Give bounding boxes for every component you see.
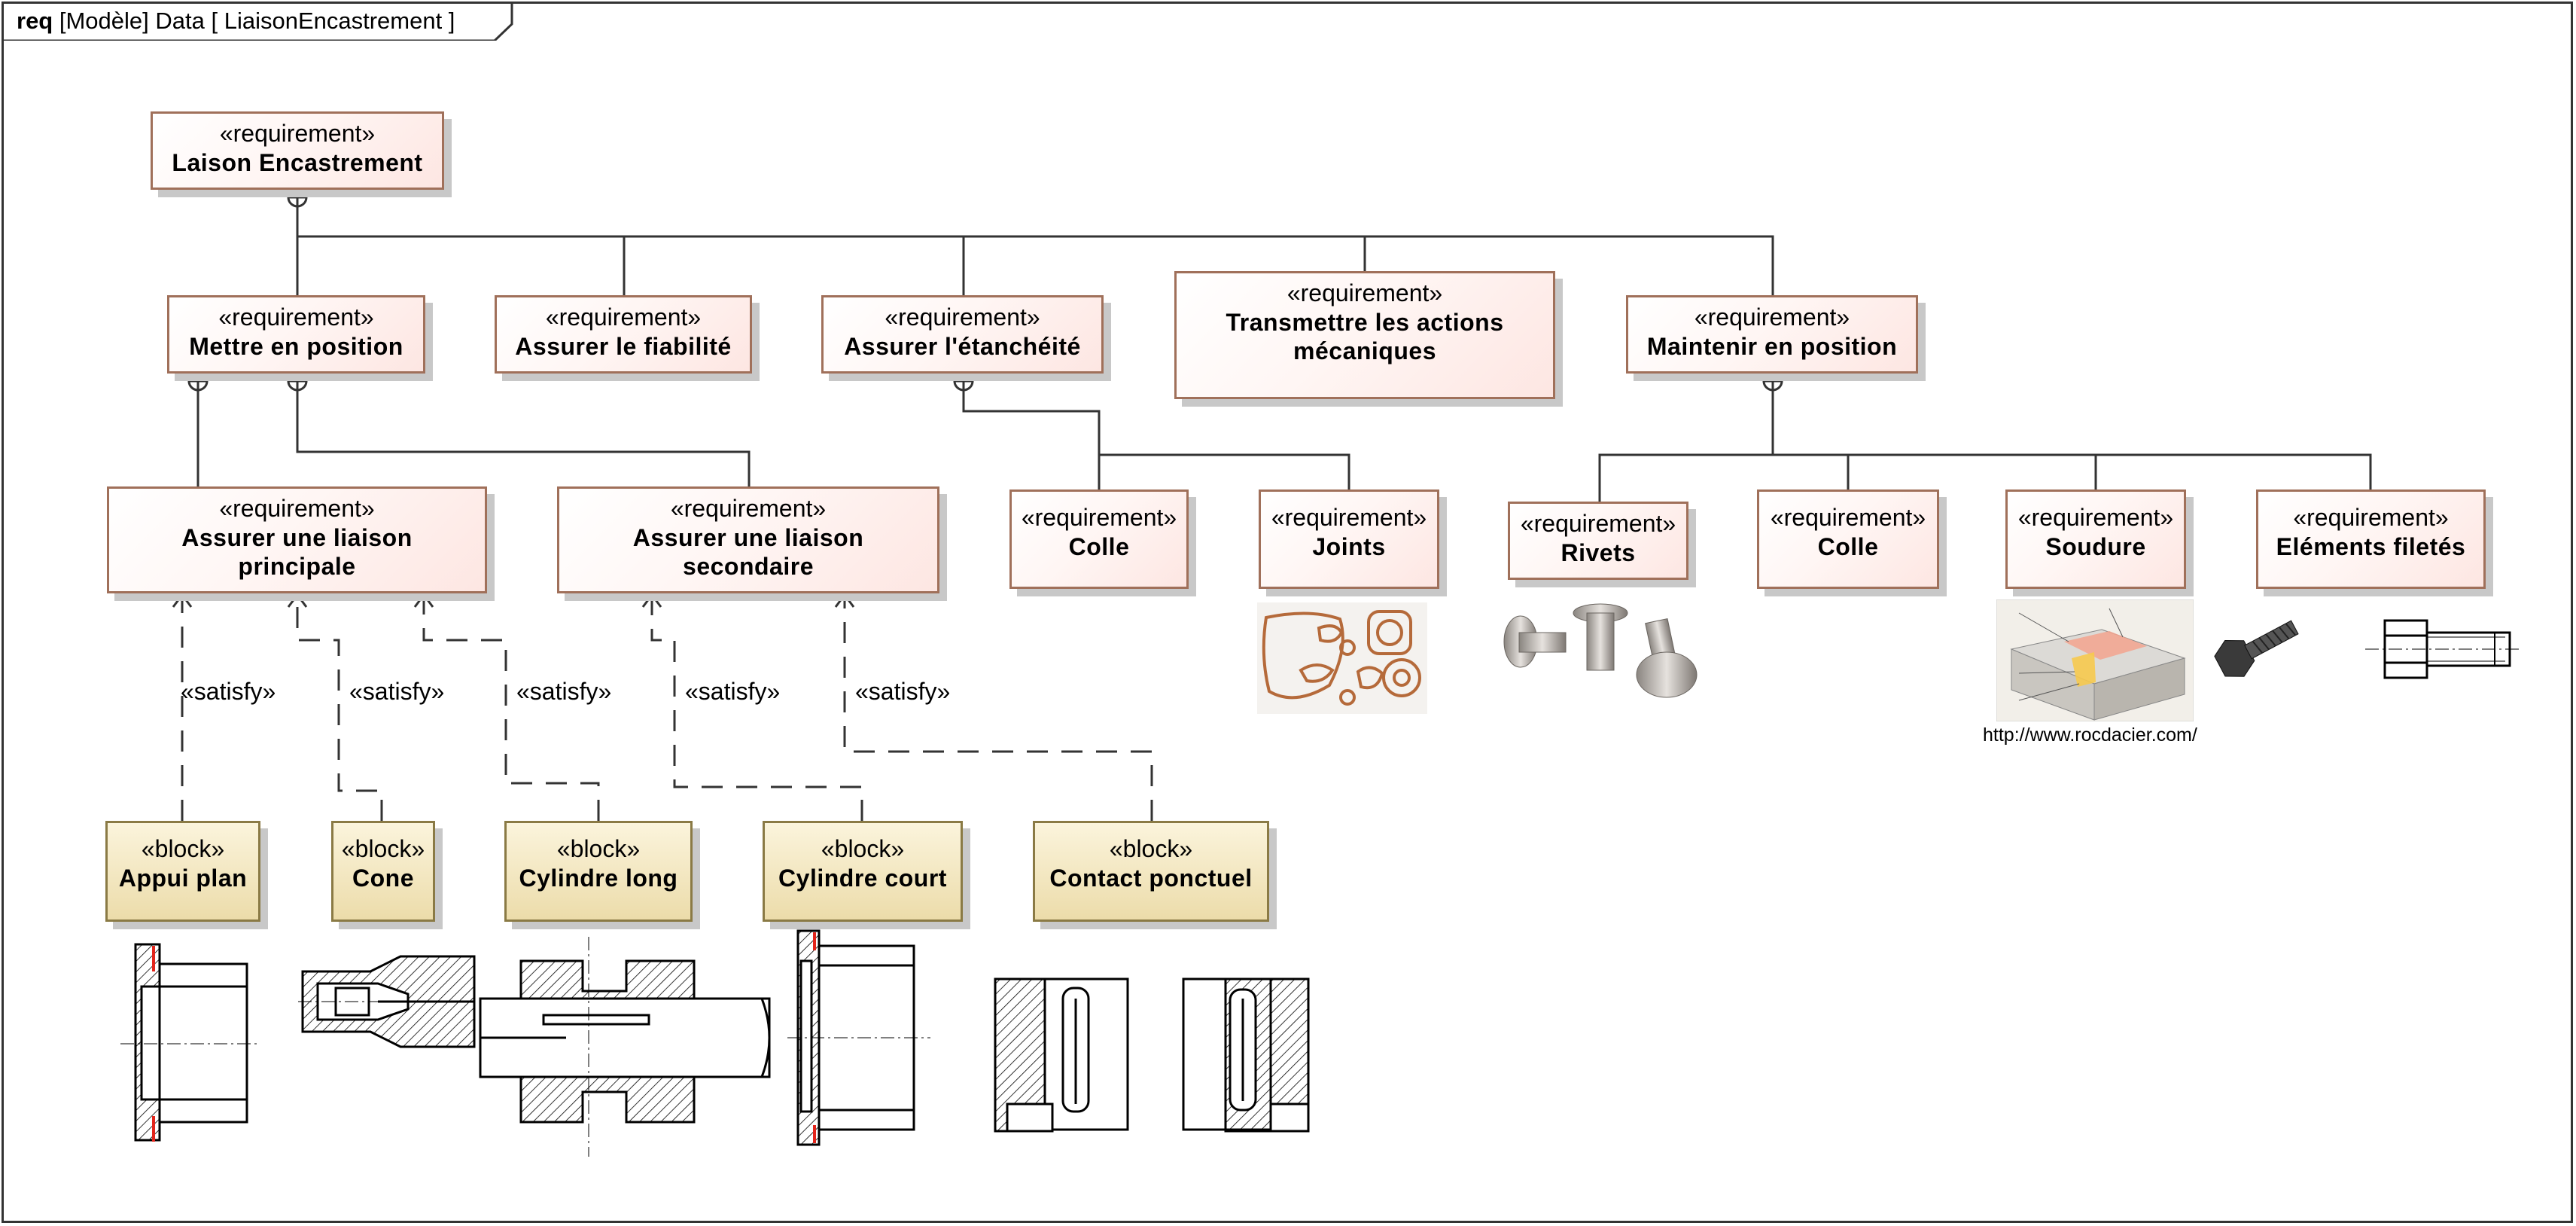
block-name: Cylindre court: [778, 865, 947, 892]
stereotype-label: «requirement»: [2293, 504, 2449, 531]
block-cylindre-court[interactable]: «block» Cylindre court: [763, 821, 963, 922]
requirement-rivets[interactable]: «requirement» Rivets: [1508, 502, 1688, 580]
stereotype-label: «requirement»: [1694, 303, 1850, 331]
requirement-assurer-l-etancheite[interactable]: «requirement» Assurer l'étanchéité: [821, 295, 1104, 374]
satisfy-label: «satisfy»: [349, 678, 445, 705]
rivet: [1573, 603, 1628, 671]
cone-drawing: [298, 955, 476, 1048]
requirement-assurer-le-fiabilite[interactable]: «requirement» Assurer le fiabilité: [495, 295, 752, 374]
stereotype-label: «requirement»: [219, 120, 376, 147]
containment-lines: [196, 206, 2372, 502]
satisfy-label: «satisfy»: [181, 678, 276, 705]
stereotype-label: «block»: [341, 835, 425, 862]
frame-title: req [Modèle] Data [ LiaisonEncastrement …: [17, 8, 455, 35]
requirement-name: Assurer le fiabilité: [515, 333, 732, 360]
stereotype-label: «requirement»: [1770, 504, 1926, 531]
requirement-assurer-une-liaison-secondaire[interactable]: «requirement» Assurer une liaison second…: [557, 486, 939, 593]
stereotype-label: «requirement»: [218, 303, 374, 331]
satisfy-dependencies: [181, 596, 1153, 821]
stereotype-label: «block»: [821, 835, 905, 862]
requirement-name: Assurer l'étanchéité: [844, 333, 1081, 360]
stereotype-label: «requirement»: [1271, 504, 1427, 531]
soudure-url-caption[interactable]: http://www.rocdacier.com/: [1983, 724, 2197, 746]
stereotype-label: «block»: [1109, 835, 1193, 862]
requirement-soudure[interactable]: «requirement» Soudure: [2005, 489, 2186, 589]
requirement-name: Joints: [1312, 533, 1386, 560]
bolt-image: [2214, 620, 2299, 677]
requirement-name-line2: mécaniques: [1293, 337, 1436, 364]
stereotype-label: «block»: [556, 835, 641, 862]
block-contact-ponctuel[interactable]: «block» Contact ponctuel: [1033, 821, 1269, 922]
requirement-colle-maintien[interactable]: «requirement» Colle: [1757, 489, 1939, 589]
rivet: [1636, 618, 1698, 698]
satisfy-label: «satisfy»: [685, 678, 781, 705]
rivet: [1503, 615, 1567, 668]
contact-ponctuel-drawing-a: [994, 977, 1129, 1133]
bolt-drawing: [2365, 619, 2519, 679]
requirement-name-line1: Transmettre les actions: [1226, 309, 1504, 336]
stereotype-label: «requirement»: [219, 495, 375, 522]
contact-ponctuel-drawing-b: [1182, 977, 1310, 1133]
appui-plan-drawing: [120, 943, 260, 1142]
requirement-transmettre-les-actions[interactable]: «requirement» Transmettre les actions mé…: [1174, 271, 1555, 399]
gaskets-image: [1257, 602, 1427, 714]
welding-image: [1996, 599, 2194, 721]
stereotype-label: «block»: [141, 835, 225, 862]
stereotype-label: «requirement»: [545, 303, 702, 331]
block-name: Cylindre long: [519, 865, 678, 892]
block-cone[interactable]: «block» Cone: [331, 821, 435, 922]
requirement-name-line1: Assurer une liaison: [181, 524, 413, 551]
frame-name: [Modèle] Data [ LiaisonEncastrement ]: [59, 8, 455, 34]
requirement-name: Colle: [1817, 533, 1879, 560]
stereotype-label: «requirement»: [1520, 510, 1676, 537]
frame-tab: [2, 2, 513, 41]
rivets-image: [1503, 603, 1698, 698]
block-cylindre-long[interactable]: «block» Cylindre long: [504, 821, 693, 922]
requirement-laison-encastrement[interactable]: «requirement» Laison Encastrement: [151, 111, 444, 190]
requirement-maintenir-en-position[interactable]: «requirement» Maintenir en position: [1626, 295, 1918, 374]
block-appui-plan[interactable]: «block» Appui plan: [105, 821, 260, 922]
stereotype-label: «requirement»: [670, 495, 827, 522]
requirement-name: Colle: [1068, 533, 1130, 560]
requirement-name: Rivets: [1561, 539, 1636, 566]
stereotype-label: «requirement»: [885, 303, 1040, 331]
requirement-mettre-en-position[interactable]: «requirement» Mettre en position: [167, 295, 425, 374]
satisfy-label: «satisfy»: [855, 678, 951, 705]
block-name: Contact ponctuel: [1049, 865, 1253, 892]
cylindre-long-drawing: [479, 937, 771, 1157]
block-name: Cone: [352, 865, 414, 892]
requirement-assurer-une-liaison-principale[interactable]: «requirement» Assurer une liaison princi…: [107, 486, 487, 593]
block-name: Appui plan: [118, 865, 248, 892]
stereotype-label: «requirement»: [1286, 279, 1443, 306]
stereotype-label: «requirement»: [1021, 504, 1177, 531]
frame-kind: req: [17, 8, 53, 34]
requirement-name: Soudure: [2045, 533, 2146, 560]
satisfy-arrowheads: [172, 593, 855, 608]
satisfy-label: «satisfy»: [516, 678, 612, 705]
requirement-name: Mettre en position: [189, 333, 403, 360]
requirement-colle-etancheite[interactable]: «requirement» Colle: [1009, 489, 1189, 589]
requirement-elements-filetes[interactable]: «requirement» Eléments filetés: [2256, 489, 2486, 589]
requirement-name-line2: principale: [238, 553, 356, 580]
requirement-name: Maintenir en position: [1646, 333, 1898, 360]
stereotype-label: «requirement»: [2017, 504, 2174, 531]
requirement-name: Laison Encastrement: [172, 149, 423, 176]
requirement-joints[interactable]: «requirement» Joints: [1259, 489, 1439, 589]
requirement-name: Eléments filetés: [2276, 533, 2466, 560]
requirement-name-line1: Assurer une liaison: [632, 524, 864, 551]
requirement-name-line2: secondaire: [683, 553, 814, 580]
cylindre-court-drawing: [787, 929, 930, 1146]
